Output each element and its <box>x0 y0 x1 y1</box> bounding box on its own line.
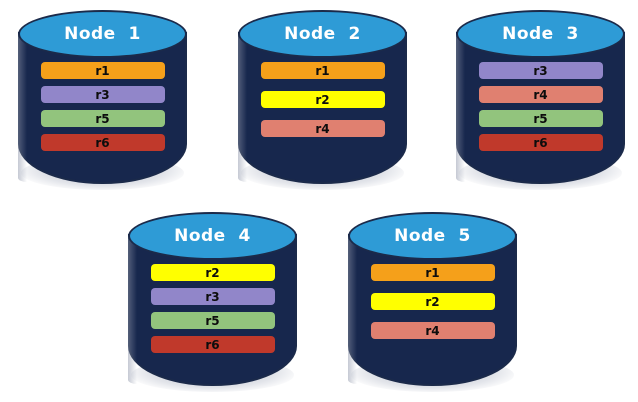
cylinder-top-ellipse <box>18 10 187 58</box>
replica-bar-r3[interactable]: r3 <box>40 86 165 103</box>
replica-list: r1 r3 r5 r6 <box>15 62 190 151</box>
database-node-5[interactable]: Node 5 r1 r2 r4 <box>345 208 520 393</box>
replica-bar-r2[interactable]: r2 <box>260 91 385 108</box>
replica-bar-r5[interactable]: r5 <box>150 312 275 329</box>
replica-list: r3 r4 r5 r6 <box>453 62 628 151</box>
replica-bar-r4[interactable]: r4 <box>370 322 495 339</box>
replica-bar-r1[interactable]: r1 <box>370 264 495 281</box>
replica-bar-r1[interactable]: r1 <box>260 62 385 79</box>
cylinder-top-ellipse <box>128 212 297 260</box>
cylinder-top-ellipse <box>348 212 517 260</box>
node-label: Node 1 <box>64 24 141 44</box>
cylinder-top-ellipse <box>456 10 625 58</box>
replica-bar-r2[interactable]: r2 <box>150 264 275 281</box>
cylinder-top-ellipse <box>238 10 407 58</box>
replica-bar-r5[interactable]: r5 <box>40 110 165 127</box>
database-node-3[interactable]: Node 3 r3 r4 r5 r6 <box>453 6 628 191</box>
replica-bar-r3[interactable]: r3 <box>478 62 603 79</box>
replica-bar-r1[interactable]: r1 <box>40 62 165 79</box>
replica-bar-r4[interactable]: r4 <box>478 86 603 103</box>
node-label: Node 2 <box>284 24 361 44</box>
replica-bar-r2[interactable]: r2 <box>370 293 495 310</box>
replica-bar-r5[interactable]: r5 <box>478 110 603 127</box>
replica-bar-r3[interactable]: r3 <box>150 288 275 305</box>
replica-list: r1 r2 r4 <box>235 62 410 137</box>
database-node-1[interactable]: Node 1 r1 r3 r5 r6 <box>15 6 190 191</box>
replica-bar-r6[interactable]: r6 <box>150 336 275 353</box>
replica-bar-r6[interactable]: r6 <box>40 134 165 151</box>
node-label: Node 5 <box>394 226 471 246</box>
node-label: Node 3 <box>502 24 579 44</box>
replica-list: r1 r2 r4 <box>345 264 520 339</box>
node-label: Node 4 <box>174 226 251 246</box>
database-node-4[interactable]: Node 4 r2 r3 r5 r6 <box>125 208 300 393</box>
database-node-2[interactable]: Node 2 r1 r2 r4 <box>235 6 410 191</box>
replica-list: r2 r3 r5 r6 <box>125 264 300 353</box>
replica-bar-r6[interactable]: r6 <box>478 134 603 151</box>
replica-bar-r4[interactable]: r4 <box>260 120 385 137</box>
